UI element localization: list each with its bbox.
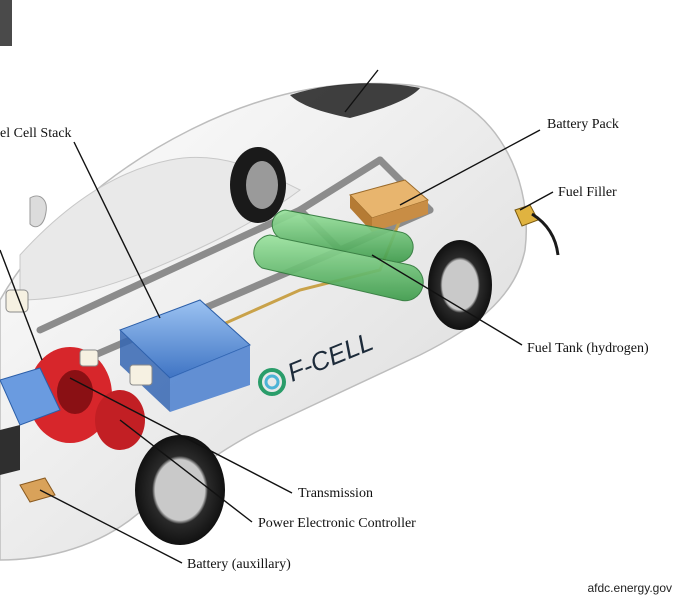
front-battery-graphic — [0, 367, 61, 475]
reservoirs-graphic — [5, 289, 153, 386]
label-battery-auxiliary: Battery (auxillary) — [187, 557, 291, 572]
label-power-electronic-controller: Power Electronic Controller — [258, 516, 416, 531]
leader-fuel-cell-left — [0, 249, 43, 361]
leader-fuel-cell-stack — [73, 141, 161, 319]
battery-pack-graphic — [349, 179, 429, 232]
motor-graphic — [28, 347, 145, 450]
label-battery-pack: Battery Pack — [547, 117, 619, 132]
leader-power-electronic — [119, 419, 253, 523]
leader-roof — [344, 69, 379, 113]
fuel-cell-stack-graphic — [119, 299, 251, 412]
front-wheel — [135, 435, 225, 545]
leader-transmission — [69, 377, 293, 494]
label-fuel-cell-stack: el Cell Stack — [0, 126, 72, 141]
leader-battery-aux — [39, 489, 183, 564]
leader-battery-pack — [399, 129, 541, 206]
rear-wheel — [428, 240, 492, 330]
source-credit: afdc.energy.gov — [587, 581, 673, 595]
hydrogen-tanks-graphic — [253, 209, 424, 302]
fcell-logo — [258, 368, 286, 396]
leader-fuel-filler — [519, 191, 554, 211]
rear-wheel-top — [230, 147, 286, 223]
label-fuel-filler: Fuel Filler — [558, 185, 617, 200]
leader-fuel-tank — [371, 254, 523, 346]
corner-tab — [0, 0, 12, 46]
leader-lines — [0, 69, 554, 564]
aux-battery-graphic — [19, 477, 56, 503]
label-fuel-tank: Fuel Tank (hydrogen) — [527, 341, 649, 356]
label-transmission: Transmission — [298, 486, 373, 501]
